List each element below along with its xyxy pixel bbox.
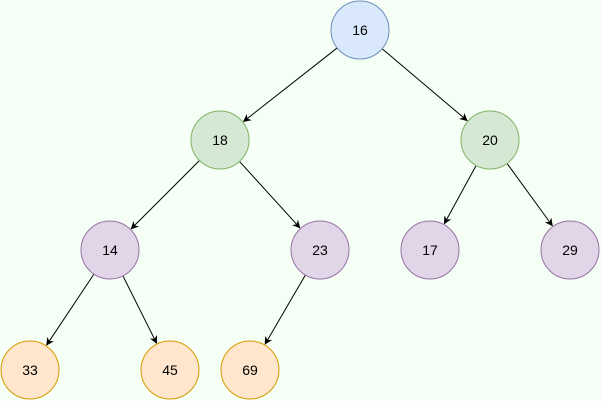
node-circle	[540, 220, 600, 280]
node-label: 33	[22, 362, 38, 378]
tree-node-69: 69	[220, 340, 280, 400]
edge-18-to-14	[130, 160, 200, 230]
tree-node-45: 45	[140, 340, 200, 400]
node-circle	[330, 0, 390, 60]
edge-14-to-45	[122, 275, 158, 344]
edge-14-to-33	[46, 273, 95, 346]
tree-node-18: 18	[190, 110, 250, 170]
node-label: 45	[162, 362, 178, 378]
node-label: 69	[242, 362, 258, 378]
tree-node-17: 17	[400, 220, 460, 280]
node-label: 14	[102, 242, 118, 258]
tree-node-29: 29	[540, 220, 600, 280]
node-label: 20	[482, 132, 498, 148]
node-circle	[400, 220, 460, 280]
node-label: 29	[562, 242, 578, 258]
tree-node-33: 33	[0, 340, 60, 400]
node-label: 17	[422, 242, 438, 258]
edge-18-to-23	[239, 161, 301, 229]
node-label: 23	[312, 242, 328, 258]
edge-16-to-20	[381, 48, 468, 122]
edges-layer	[46, 47, 553, 346]
tree-node-23: 23	[290, 220, 350, 280]
node-circle	[190, 110, 250, 170]
node-circle	[0, 340, 60, 400]
tree-node-16: 16	[330, 0, 390, 60]
edge-23-to-69	[264, 274, 306, 345]
edge-20-to-29	[506, 163, 553, 227]
node-label: 16	[352, 22, 368, 38]
node-circle	[80, 220, 140, 280]
tree-node-20: 20	[460, 110, 520, 170]
node-circle	[460, 110, 520, 170]
node-circle	[220, 340, 280, 400]
tree-node-14: 14	[80, 220, 140, 280]
node-circle	[140, 340, 200, 400]
node-label: 18	[212, 132, 228, 148]
edge-20-to-17	[443, 165, 477, 225]
node-circle	[290, 220, 350, 280]
edge-16-to-18	[242, 47, 338, 122]
